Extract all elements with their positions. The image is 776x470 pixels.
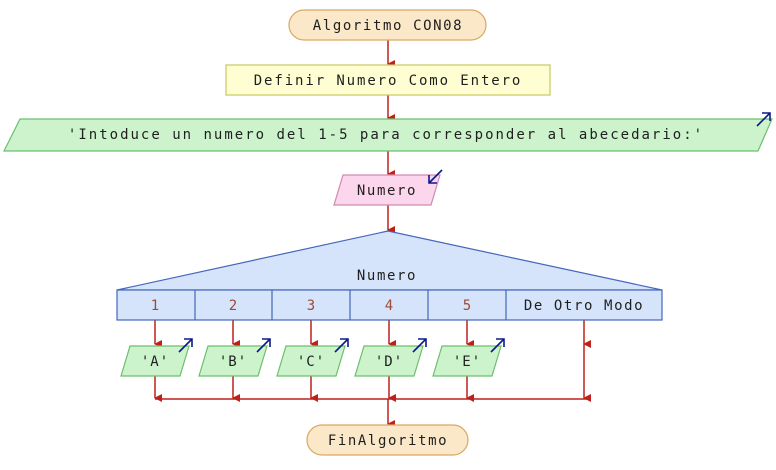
case-output-2: 'B' (198, 338, 271, 377)
output-arrow-icon (256, 338, 271, 353)
case-label-5: 5 (463, 298, 471, 314)
end-label: FinAlgoritmo (328, 433, 448, 449)
case-output-3: 'C' (276, 338, 349, 377)
case-output-label-3: 'C' (297, 354, 325, 370)
case-output-label-5: 'E' (453, 354, 481, 370)
define-process: Definir Numero Como Entero (225, 64, 551, 96)
case-label-4: 4 (385, 298, 393, 314)
end-terminal: FinAlgoritmo (306, 424, 469, 456)
switch-block: Numero 1 2 3 4 5 De Otro Modo (116, 230, 663, 321)
input-label: Numero (357, 183, 417, 199)
switch-variable: Numero (357, 268, 417, 284)
case-output-label-1: 'A' (141, 354, 169, 370)
output-prompt: 'Intoduce un numero del 1-5 para corresp… (3, 112, 773, 152)
output-arrow-icon (178, 338, 193, 353)
case-output-label-2: 'B' (219, 354, 247, 370)
case-output-5: 'E' (432, 338, 505, 377)
case-output-label-4: 'D' (375, 354, 403, 370)
case-output-1: 'A' (120, 338, 193, 377)
case-label-1: 1 (151, 298, 159, 314)
case-label-3: 3 (307, 298, 315, 314)
case-output-4: 'D' (354, 338, 427, 377)
case-label-2: 2 (229, 298, 237, 314)
input-arrow-icon (428, 169, 443, 184)
output-arrow-icon (412, 338, 427, 353)
connectors (154, 40, 591, 428)
output-arrow-icon (334, 338, 349, 353)
input-numero: Numero (333, 169, 443, 206)
output-arrow-icon (756, 112, 771, 127)
start-label: Algoritmo CON08 (313, 18, 463, 34)
output-arrow-icon (490, 338, 505, 353)
start-terminal: Algoritmo CON08 (288, 9, 487, 41)
case-label-default: De Otro Modo (524, 298, 644, 314)
define-label: Definir Numero Como Entero (254, 73, 523, 89)
output-prompt-label: 'Intoduce un numero del 1-5 para corresp… (68, 127, 704, 143)
